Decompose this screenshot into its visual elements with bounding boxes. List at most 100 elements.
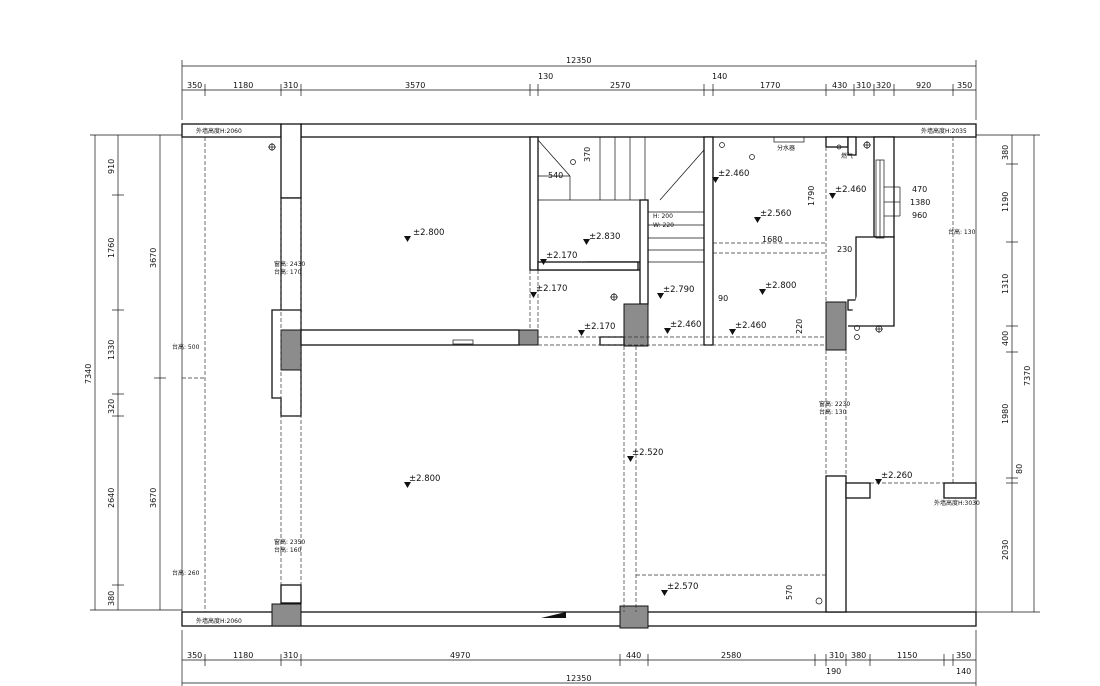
water-manifold-label: 分水器 (777, 144, 795, 152)
sill-note-500: 台高: 500 (172, 343, 200, 351)
bottom-seg-2: 1180 (233, 651, 253, 660)
exterior-walls (181, 123, 977, 627)
elev-14: ±2.520 (627, 448, 663, 462)
left-bay-wall (271, 197, 302, 627)
elev-6: ±2.790 (657, 285, 694, 299)
bottom-seg-1: 350 (187, 651, 202, 660)
elev-2: ±2.830 (583, 232, 620, 245)
elev-7: ±2.460 (664, 320, 701, 334)
bottom-seg-6: 2580 (721, 651, 741, 660)
room-dim-1680: 1680 (762, 235, 782, 244)
right-seg-3: 1310 (1001, 274, 1010, 294)
left-inner-1: 3670 (149, 248, 158, 268)
bottom-dimensions: 350 1180 310 4970 440 2580 310 380 1150 … (181, 630, 977, 686)
top-seg-13: 350 (957, 81, 972, 90)
room-dimensions: 370 540 1790 1680 230 90 220 570 (548, 147, 852, 600)
right-seg-7: 2030 (1001, 540, 1010, 560)
room-dim-90: 90 (718, 294, 728, 303)
stack-dim-1: 470 (912, 185, 927, 194)
fixtures (268, 136, 883, 605)
wall-height-bottom-left: 外墙高度H:2060 (196, 617, 242, 625)
bottom-seg-4: 4970 (450, 651, 470, 660)
room-dim-1790: 1790 (807, 186, 816, 206)
window-note-3-sill: 台高: 130 (819, 408, 847, 416)
elev-13: ±2.800 (404, 474, 440, 488)
stack-dim-3: 960 (912, 211, 927, 220)
gas-label: 燃气 (841, 152, 853, 160)
sill-note-130-right: 台高: 130 (948, 228, 976, 236)
right-seg-6: 80 (1015, 464, 1024, 474)
left-seg-2: 1760 (107, 238, 116, 258)
left-total: 7340 (84, 364, 93, 384)
svg-text:±2.830: ±2.830 (589, 232, 620, 242)
bottom-seg-5: 440 (626, 651, 641, 660)
left-seg-6: 380 (107, 591, 116, 606)
elev-8: ±2.460 (729, 321, 766, 335)
left-dimensions: 7340 910 1760 1330 320 2640 380 3670 367… (84, 134, 182, 611)
dashed-beams (529, 147, 847, 612)
svg-text:±2.800: ±2.800 (413, 228, 444, 238)
right-seg-1: 380 (1001, 145, 1010, 160)
top-seg-1: 350 (187, 81, 202, 90)
svg-text:±2.800: ±2.800 (409, 474, 440, 484)
right-bay-window: 470 1380 960 (875, 159, 930, 239)
left-seg-4: 320 (107, 399, 116, 414)
top-dimensions: 12350 350 1180 310 3570 130 2570 140 177… (181, 56, 977, 120)
window-note-3-height: 窗高: 2230 (819, 400, 850, 408)
top-seg-8: 1770 (760, 81, 780, 90)
room-dim-230: 230 (837, 245, 852, 254)
room-dim-370: 370 (583, 147, 592, 162)
left-seg-3: 1330 (107, 340, 116, 360)
top-seg-2: 1180 (233, 81, 253, 90)
window-note-2-sill: 台高: 160 (274, 546, 302, 554)
bottom-extra-1: 190 (826, 667, 841, 676)
left-seg-1: 910 (107, 159, 116, 174)
svg-text:±2.170: ±2.170 (536, 284, 567, 294)
wall-height-top-right: 外墙高度H:2035 (921, 127, 967, 135)
top-seg-7: 140 (712, 72, 727, 81)
left-seg-5: 2640 (107, 488, 116, 508)
window-note-2-height: 窗高: 2350 (274, 538, 305, 546)
top-seg-11: 320 (876, 81, 891, 90)
elevation-markers: ±2.800 ±2.830 ±2.170 ±2.170 ±2.170 ±2.79… (404, 169, 912, 596)
svg-text:±2.260: ±2.260 (881, 471, 912, 481)
elev-3: ±2.170 (540, 251, 577, 265)
wall-height-bottom-right: 外墙高度H:3030 (934, 499, 980, 507)
elev-5: ±2.170 (578, 322, 615, 336)
top-seg-3: 310 (283, 81, 298, 90)
elev-12: ±2.800 (759, 281, 796, 295)
top-seg-6: 2570 (610, 81, 630, 90)
sill-note-260: 台高: 260 (172, 569, 200, 577)
svg-text:±2.560: ±2.560 (760, 209, 791, 219)
top-seg-5: 130 (538, 72, 553, 81)
svg-text:±2.460: ±2.460 (718, 169, 749, 179)
svg-text:±2.460: ±2.460 (670, 320, 701, 330)
elev-10: ±2.560 (754, 209, 791, 223)
right-seg-4: 400 (1001, 331, 1010, 346)
elev-4: ±2.170 (530, 284, 567, 298)
elev-1: ±2.800 (404, 228, 444, 242)
room-dim-220: 220 (795, 319, 804, 334)
svg-text:±2.570: ±2.570 (667, 582, 698, 592)
staircase: H: 200 W: 220 (537, 137, 705, 263)
bottom-seg-9: 1150 (897, 651, 917, 660)
right-seg-2: 1190 (1001, 192, 1010, 212)
svg-text:±2.800: ±2.800 (765, 281, 796, 291)
room-dim-570: 570 (785, 585, 794, 600)
elev-15: ±2.260 (875, 471, 912, 485)
elev-11: ±2.460 (829, 185, 866, 199)
svg-text:±2.790: ±2.790 (663, 285, 694, 295)
top-seg-9: 430 (832, 81, 847, 90)
bottom-seg-7: 310 (829, 651, 844, 660)
left-inner-2: 3670 (149, 488, 158, 508)
right-seg-5: 1980 (1001, 404, 1010, 424)
top-seg-12: 920 (916, 81, 931, 90)
bottom-extra-2: 140 (956, 667, 971, 676)
elev-9: ±2.460 (712, 169, 749, 183)
wall-height-top-left: 外墙高度H:2060 (196, 127, 242, 135)
elev-16: ±2.570 (661, 582, 698, 596)
bottom-seg-3: 310 (283, 651, 298, 660)
interior-walls (300, 136, 977, 629)
bottom-total: 12350 (566, 674, 591, 683)
